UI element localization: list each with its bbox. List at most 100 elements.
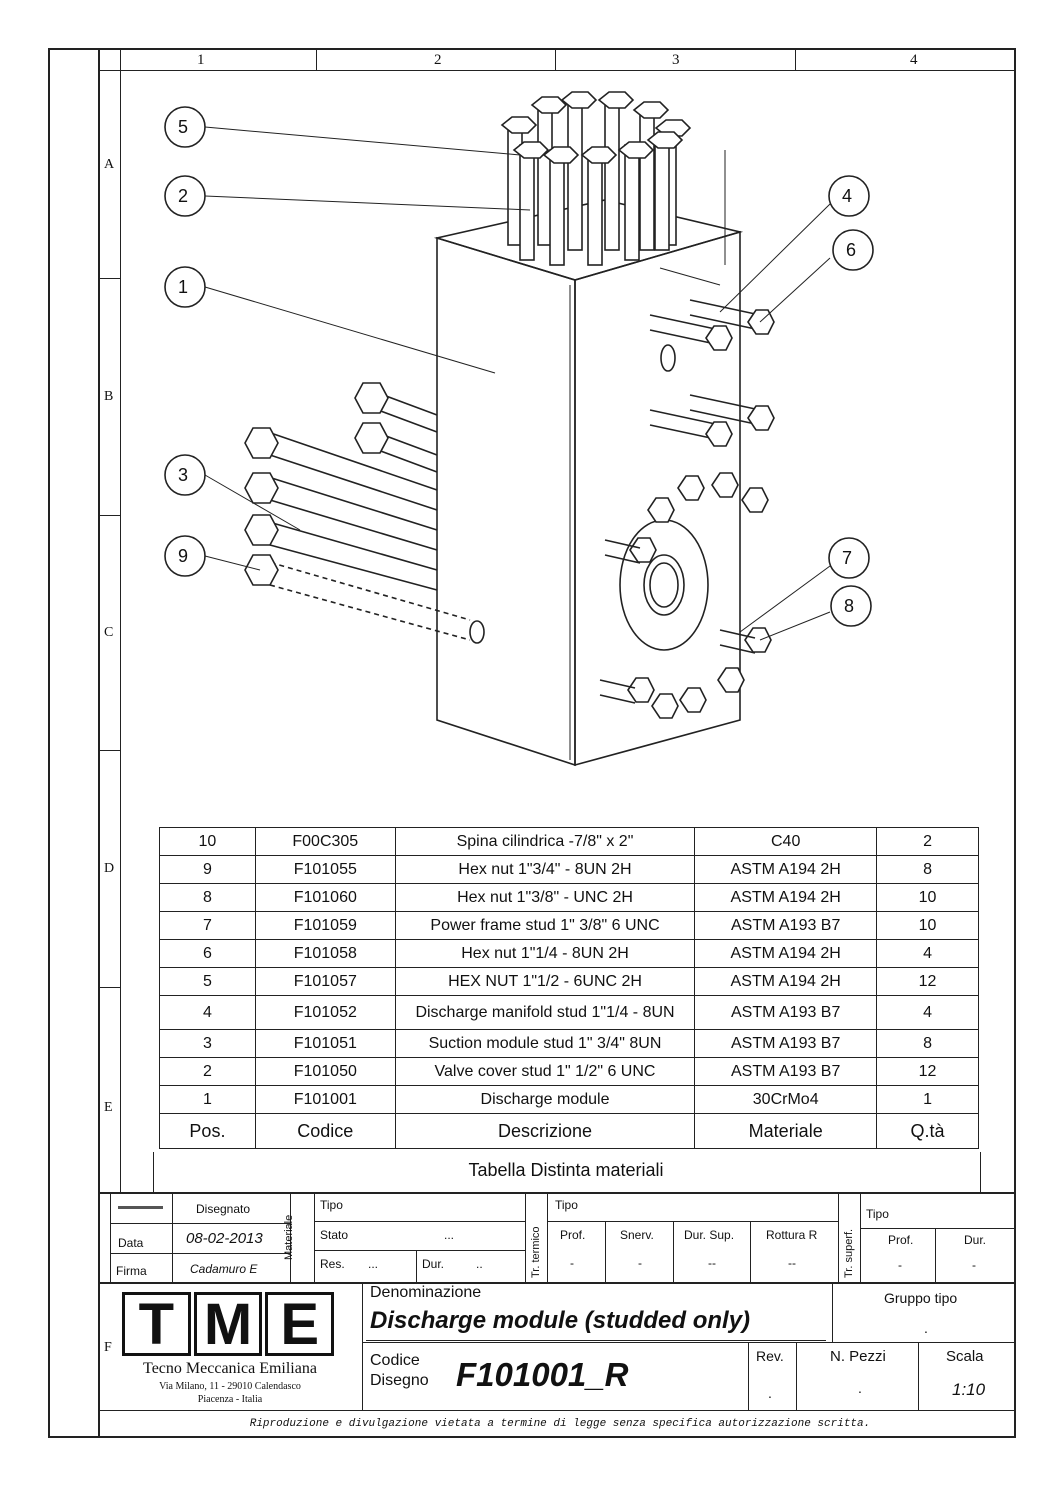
dur2-label: Dur.: [964, 1233, 987, 1247]
rev-value: .: [768, 1385, 772, 1401]
bom-cell-codice: F101058: [254, 939, 396, 968]
bom-cell-qta: 2: [876, 827, 979, 856]
firma-label: Firma: [116, 1264, 147, 1278]
prof2-value: -: [898, 1258, 902, 1272]
gruppo-label: Gruppo tipo: [884, 1290, 958, 1306]
bom-caption: Tabella Distinta materiali: [468, 1160, 664, 1180]
grid-line: [750, 1221, 751, 1282]
bom-header-pos: Pos.: [159, 1113, 256, 1149]
callout-layer: [164, 106, 874, 627]
dur2-value: -: [972, 1258, 976, 1272]
rev-label: Rev.: [756, 1348, 784, 1364]
bom-cell-pos: 7: [159, 911, 256, 940]
drawing-sheet: [48, 48, 1016, 1438]
grid-line: [110, 1223, 290, 1224]
grid-line: [860, 1228, 1016, 1229]
materiale-vertical-label: Materiale: [283, 1214, 295, 1260]
denominazione-value: Discharge module (studded only): [370, 1307, 751, 1334]
grid-line: [314, 1192, 315, 1282]
bom-cell-pos: 10: [159, 827, 256, 856]
tr-superf-label: Tr. superf.: [843, 1228, 855, 1278]
titleblock-top: [98, 1192, 1016, 1194]
denominazione-label: Denominazione: [370, 1284, 482, 1301]
titleblock-bottom: [98, 1410, 1016, 1411]
grid-line: [673, 1221, 674, 1282]
row-label-a: A: [104, 157, 115, 172]
stato-label: Stato: [320, 1228, 349, 1242]
dursup-value: --: [708, 1256, 716, 1270]
bom-cell-qta: 10: [876, 883, 979, 912]
scala-label: Scala: [946, 1348, 984, 1365]
logo-m: M: [193, 1292, 263, 1357]
column-label-4: 4: [910, 52, 918, 68]
prof-value: -: [570, 1256, 574, 1270]
callout-1: 1: [178, 277, 189, 297]
grid-line: [547, 1221, 838, 1222]
bom-cell-pos: 3: [159, 1029, 256, 1058]
grid-line: [547, 1192, 548, 1282]
dursup-label: Dur. Sup.: [684, 1228, 735, 1242]
prof-label: Prof.: [560, 1228, 586, 1242]
company-address-2: Piacenza - Italia: [197, 1394, 263, 1405]
tipo-label: Tipo: [320, 1198, 343, 1212]
grid-line: [110, 1253, 290, 1254]
bom-header-descrizione: Descrizione: [394, 1113, 696, 1149]
logo-e: E: [265, 1292, 335, 1357]
npezzi-label: N. Pezzi: [830, 1348, 886, 1365]
row-divider: [98, 278, 120, 279]
bom-cell-pos: 8: [159, 883, 256, 912]
bom-cell-descrizione: Hex nut 1"3/8" - UNC 2H: [394, 883, 696, 912]
col-divider: [555, 48, 556, 70]
grid-line: [290, 1192, 291, 1282]
dur-label: Dur.: [422, 1257, 445, 1271]
bom-cell-descrizione: Suction module stud 1" 3/4" 8UN: [394, 1029, 696, 1058]
rottura-value: --: [788, 1256, 796, 1270]
grid-line: [110, 1192, 111, 1282]
reproduction-notice: Riproduzione e divulgazione vietata a te…: [249, 1418, 871, 1430]
bom-cell-descrizione: HEX NUT 1"1/2 - 6UNC 2H: [394, 967, 696, 996]
bom-cell-materiale: ASTM A194 2H: [694, 967, 878, 996]
bom-cell-materiale: ASTM A194 2H: [694, 883, 878, 912]
bom-cell-codice: F101052: [254, 995, 396, 1030]
grid-line: [860, 1192, 861, 1282]
res-value: ...: [368, 1257, 379, 1271]
grid-line: [416, 1250, 417, 1282]
npezzi-value: .: [858, 1380, 862, 1396]
grid-line: [362, 1282, 363, 1410]
bom-cell-descrizione: Hex nut 1"1/4 - 8UN 2H: [394, 939, 696, 968]
disegnato-label: Disegnato: [196, 1202, 251, 1216]
bom-cell-descrizione: Spina cilindrica -7/8" x 2": [394, 827, 696, 856]
grid-line: [935, 1228, 936, 1282]
bom-header-materiale: Materiale: [694, 1113, 878, 1149]
col-divider: [795, 48, 796, 70]
bom-cell-materiale: 30CrMo4: [694, 1085, 878, 1114]
bom-cell-codice: F101051: [254, 1029, 396, 1058]
bom-cell-codice: F101055: [254, 855, 396, 884]
bom-cell-qta: 8: [876, 855, 979, 884]
frame-left-inner: [98, 48, 100, 1438]
snerv-value: -: [638, 1256, 642, 1270]
bom-cell-descrizione: Valve cover stud 1" 1/2" 6 UNC: [394, 1057, 696, 1086]
company-name: Tecno Meccanica Emiliana: [143, 1360, 317, 1377]
bom-header-codice: Codice: [254, 1113, 396, 1149]
bom-cell-qta: 10: [876, 911, 979, 940]
bom-cell-materiale: ASTM A193 B7: [694, 1029, 878, 1058]
bom-header-qta: Q.tà: [876, 1113, 979, 1149]
grid-line: [748, 1342, 749, 1410]
callout-4: 4: [842, 186, 853, 206]
bom-cell-codice: F101059: [254, 911, 396, 940]
column-label-1: 1: [197, 52, 205, 68]
dur-value: ..: [476, 1257, 483, 1271]
data-value: 08-02-2013: [186, 1230, 263, 1247]
row-label-b: B: [104, 389, 114, 404]
isometric-drawing: [204, 91, 831, 767]
bom-cell-codice: F101057: [254, 967, 396, 996]
column-label-2: 2: [434, 52, 442, 68]
bom-cell-materiale: ASTM A193 B7: [694, 995, 878, 1030]
